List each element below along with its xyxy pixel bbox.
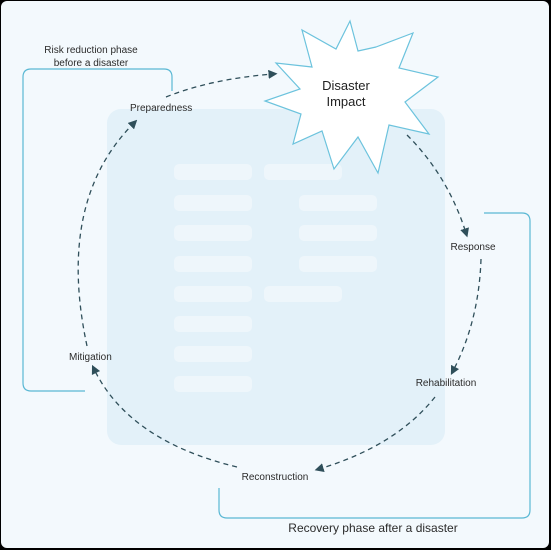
disaster-impact-starburst [263, 19, 440, 175]
placeholder-bar [174, 195, 252, 211]
arrow-mitigation-to-preparedness [77, 119, 138, 347]
risk-phase-line1: Risk reduction phase [44, 45, 138, 56]
cycle-arrows [77, 69, 482, 473]
placeholder-bar [264, 164, 342, 180]
placeholder-bar [299, 256, 377, 272]
arrow-impact-to-response [406, 134, 469, 238]
risk-phase-label: Risk reduction phase before a disaster [44, 44, 137, 70]
arrow-preparedness-to-impact [165, 69, 278, 98]
placeholder-bars [174, 164, 377, 392]
stage-rehabilitation: Rehabilitation [415, 378, 477, 389]
disaster-impact-label: Disaster Impact [322, 78, 370, 110]
stage-reconstruction: Reconstruction [241, 472, 309, 483]
disaster-impact-line1: Disaster [322, 78, 370, 93]
placeholder-bar [174, 256, 252, 272]
stage-mitigation: Mitigation [69, 352, 112, 363]
recovery-phase-bracket [218, 212, 531, 519]
placeholder-bar [174, 316, 252, 332]
disaster-impact-line2: Impact [326, 94, 366, 109]
risk-phase-bracket [22, 68, 173, 392]
placeholder-bar [174, 225, 252, 241]
placeholder-bar [264, 286, 342, 302]
arrow-response-to-rehabilitation [450, 258, 482, 376]
risk-phase-line2: before a disaster [53, 58, 129, 69]
background-panel [107, 109, 445, 445]
placeholder-bar [174, 286, 252, 302]
placeholder-bar [174, 376, 252, 392]
arrow-rehabilitation-to-reconstruction [314, 396, 436, 473]
stage-response: Response [450, 242, 496, 253]
placeholder-bar [174, 346, 252, 362]
placeholder-bar [299, 195, 377, 211]
placeholder-bar [174, 164, 252, 180]
placeholder-bar [299, 225, 377, 241]
stage-preparedness: Preparedness [130, 103, 193, 114]
recovery-phase-label: Recovery phase after a disaster [288, 521, 458, 535]
